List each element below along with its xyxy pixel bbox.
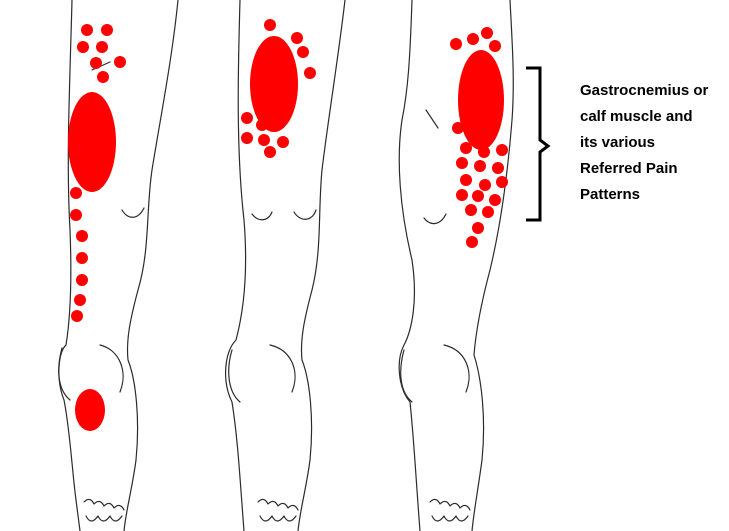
caption-line-2: calf muscle and	[580, 108, 693, 125]
leg-left-outline-inner	[123, 0, 179, 531]
leg-right-outline-inner	[471, 0, 514, 531]
leg-right-heel	[400, 344, 470, 403]
leg-left-toes	[83, 498, 125, 522]
leg-left-outline-outer	[58, 0, 81, 531]
leg-middle-figure	[225, 0, 346, 531]
caption-line-5: Patterns	[580, 186, 641, 203]
caption-line-3: its various	[580, 134, 656, 151]
leg-right-knee-crease	[423, 109, 447, 225]
leg-middle-outline-outer	[225, 0, 247, 531]
leg-middle-outline-inner	[297, 0, 346, 531]
leg-middle-heel	[228, 344, 296, 403]
caption-line-4: Referred Pain	[580, 160, 678, 177]
leg-right-figure	[398, 0, 514, 531]
leg-middle-trigger-point	[250, 36, 298, 132]
leg-middle-toes	[257, 498, 299, 522]
caption-line-1: Gastrocnemius or	[580, 82, 709, 99]
leg-right-referral-dots	[450, 27, 508, 248]
leg-left-referral-dots	[70, 24, 126, 322]
leg-right-outline-outer	[398, 0, 421, 531]
leg-right-trigger-point	[458, 50, 504, 150]
leg-left-heel	[58, 344, 124, 401]
caption-text: Gastrocnemius or calf muscle and its var…	[580, 78, 725, 208]
leg-right-toes	[429, 498, 471, 522]
leg-left-heel-referral	[75, 389, 105, 431]
bracket	[526, 66, 551, 222]
leg-left-trigger-point	[68, 92, 116, 192]
leg-middle-knee-crease	[251, 209, 317, 221]
leg-middle-referral-dots	[241, 19, 316, 158]
leg-left-figure	[58, 0, 179, 531]
